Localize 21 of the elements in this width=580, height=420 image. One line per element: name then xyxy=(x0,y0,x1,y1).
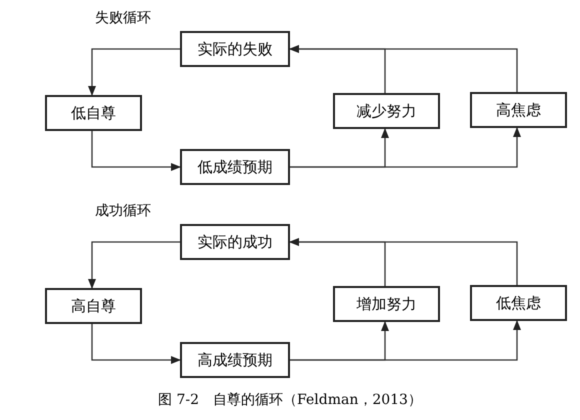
process-box: 增加努力 xyxy=(333,286,440,322)
process-box: 实际的成功 xyxy=(180,224,290,260)
process-box: 低成绩预期 xyxy=(180,149,290,185)
process-box: 低自尊 xyxy=(45,95,142,131)
arrow xyxy=(289,238,518,285)
arrow xyxy=(91,131,181,171)
cycle-title: 成功循环 xyxy=(95,202,151,221)
arrow xyxy=(88,48,180,96)
arrow xyxy=(290,320,521,361)
cycle-title: 失败循环 xyxy=(95,9,151,28)
process-box: 高自尊 xyxy=(45,288,142,324)
arrow xyxy=(91,324,181,364)
arrow xyxy=(289,45,518,92)
process-box: 低焦虑 xyxy=(470,285,567,321)
arrow xyxy=(290,127,521,168)
arrow xyxy=(88,241,180,289)
process-box: 减少努力 xyxy=(333,93,440,129)
process-box: 高焦虑 xyxy=(470,92,567,128)
caption: 图 7-2 自尊的循环（Feldman，2013） xyxy=(158,391,422,410)
process-box: 高成绩预期 xyxy=(180,342,290,378)
process-box: 实际的失败 xyxy=(180,31,290,67)
